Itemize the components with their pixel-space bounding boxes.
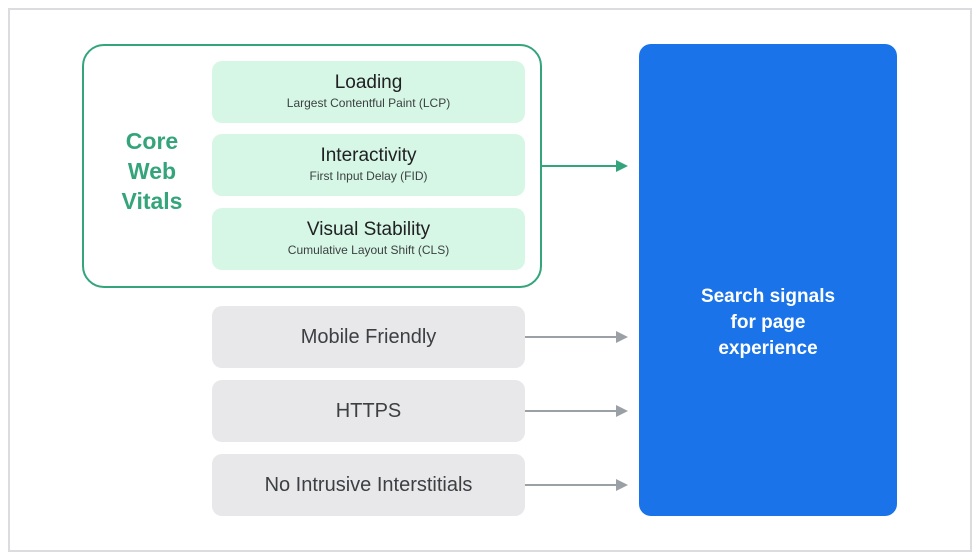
- metric-title: Visual Stability: [306, 219, 431, 240]
- mobile-friendly-arrow: [525, 331, 628, 343]
- signal-label: Search signals for page experience: [639, 284, 897, 362]
- cwv-arrow: [542, 160, 628, 172]
- cwv-title-line: Web: [127, 158, 177, 184]
- metric-subtitle: Cumulative Layout Shift (CLS): [287, 243, 450, 257]
- cwv-title-line: Vitals: [121, 188, 183, 214]
- page-experience-signals-box: Search signals for page experience: [639, 44, 897, 516]
- factor-mobile-friendly: Mobile Friendly: [212, 306, 525, 368]
- signal-label-line: for page: [730, 312, 806, 333]
- factor-no-intrusive-interstitials: No Intrusive Interstitials: [212, 454, 525, 516]
- metric-title: Loading: [334, 72, 403, 93]
- factor-https: HTTPS: [212, 380, 525, 442]
- metric-subtitle: Largest Contentful Paint (LCP): [286, 96, 451, 110]
- signal-label-line: experience: [718, 338, 818, 359]
- metric-subtitle: First Input Delay (FID): [309, 169, 428, 183]
- metric-interactivity: Interactivity First Input Delay (FID): [212, 134, 525, 196]
- cwv-title-line: Core: [125, 128, 179, 154]
- interstitials-arrow: [525, 479, 628, 491]
- core-web-vitals-title: Core Web Vitals: [96, 126, 208, 216]
- metric-loading: Loading Largest Contentful Paint (LCP): [212, 61, 525, 123]
- signal-label-line: Search signals: [700, 286, 836, 307]
- metric-title: Interactivity: [320, 145, 417, 166]
- metric-visual-stability: Visual Stability Cumulative Layout Shift…: [212, 208, 525, 270]
- https-arrow: [525, 405, 628, 417]
- core-web-vitals-group: [82, 44, 542, 288]
